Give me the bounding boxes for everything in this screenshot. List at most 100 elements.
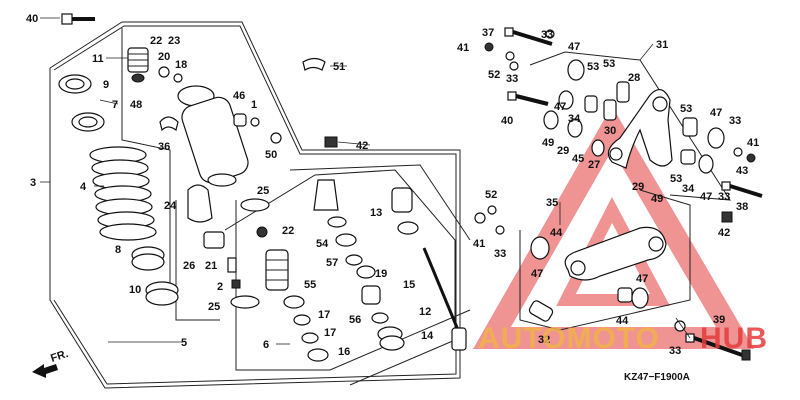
nut-42b [721, 211, 733, 223]
callout: 56 [349, 314, 361, 326]
collar-28 [616, 81, 630, 103]
callout: 25 [208, 301, 220, 313]
rod-12 [422, 247, 467, 351]
stopper-10 [145, 281, 179, 306]
callout: 19 [375, 268, 387, 280]
callout: 36 [158, 141, 170, 153]
bolt-21 [227, 257, 237, 273]
callout: 22 [150, 35, 162, 47]
callout: 17 [318, 309, 330, 321]
collar-36 [159, 116, 179, 132]
callout: 15 [403, 279, 415, 291]
collar-30 [603, 99, 617, 121]
washers-52-41-33 [474, 205, 505, 235]
callout: 21 [205, 260, 217, 272]
callout: 49 [542, 137, 554, 149]
collar-26 [203, 231, 225, 249]
callout: 53 [670, 173, 682, 185]
bump-stopper-55 [265, 249, 289, 291]
callout: 25 [257, 185, 269, 197]
collar-44 [617, 287, 633, 303]
callout: 44 [616, 315, 629, 327]
o-ring-19 [356, 265, 376, 279]
dust-seal-boot-11 [127, 47, 149, 73]
nut-2 [231, 279, 241, 289]
bolt-part-40 [61, 13, 95, 25]
callout: 39 [713, 314, 725, 326]
callout: 6 [263, 339, 269, 351]
callout: 47 [531, 268, 543, 280]
circlip-25b [230, 295, 260, 309]
callout: 8 [115, 244, 121, 256]
callout: 23 [168, 35, 180, 47]
callout: 22 [282, 225, 294, 237]
callout: 29 [557, 145, 569, 157]
callout: 33 [718, 191, 730, 203]
part-1 [250, 117, 260, 127]
bearing-47a [567, 59, 585, 81]
callout: 11 [92, 53, 104, 65]
callout: 53 [587, 61, 599, 73]
bump-rubber-24 [187, 184, 213, 223]
rubber-54 [313, 179, 347, 228]
callout: 33 [669, 345, 681, 357]
callout: 27 [588, 159, 600, 171]
callout: 47 [700, 191, 712, 203]
callout: 57 [326, 257, 338, 269]
small-parts-20-18 [131, 66, 183, 83]
collar-56 [371, 312, 389, 324]
linkage-arm-31 [607, 89, 673, 169]
callout: 34 [568, 113, 581, 125]
callout: 55 [304, 279, 316, 291]
callout: 33 [541, 29, 553, 41]
callout: 28 [628, 72, 640, 84]
cushion-14 [377, 326, 405, 351]
callout: 35 [546, 197, 558, 209]
watermark-part2: HUB [700, 322, 768, 355]
callout: 12 [419, 306, 431, 318]
callout: 32 [538, 334, 550, 346]
callout: 2 [217, 281, 223, 293]
cap-22 [256, 226, 268, 238]
callout: 41 [473, 238, 485, 250]
callout: 7 [112, 99, 118, 111]
callout: 14 [421, 330, 434, 342]
bolt-43 [721, 181, 763, 198]
callout: 33 [506, 73, 518, 85]
spring-4 [89, 146, 157, 241]
callout: 52 [485, 189, 497, 201]
bearings-left-cluster [543, 90, 605, 157]
callout-labels: 40 11 22 23 20 18 9 7 48 46 1 51 3 4 36 … [26, 13, 759, 358]
callout: 3 [30, 177, 36, 189]
callout: 47 [636, 273, 648, 285]
bearing-47e [530, 236, 550, 260]
callout: 48 [130, 99, 142, 111]
watermark-text: AUTOMOTO HUB [478, 322, 768, 355]
callout: 51 [333, 61, 345, 73]
callout: 53 [603, 58, 615, 70]
part-46 [233, 113, 247, 127]
callout: 49 [651, 193, 663, 205]
callout: 50 [265, 149, 277, 161]
bolt-40b [507, 91, 549, 106]
collar-17-stack [283, 295, 329, 362]
callout: 18 [175, 59, 187, 71]
circlip-25a [240, 198, 270, 212]
callout: 47 [554, 101, 566, 113]
callout: 42 [356, 140, 368, 152]
callout: 33 [494, 248, 506, 260]
shock-body-1 [177, 85, 249, 187]
front-direction-arrow: FR. [32, 348, 70, 378]
callout: 41 [747, 137, 759, 149]
callout: 34 [682, 183, 695, 195]
callout: 54 [316, 238, 329, 250]
callout: 33 [729, 115, 741, 127]
watermark-part1: AUTOMOTO [478, 322, 660, 355]
callout: 44 [550, 227, 563, 239]
part-50 [270, 132, 282, 144]
callout: 37 [482, 27, 494, 39]
callout: 41 [457, 42, 469, 54]
bearings-right-cluster [680, 117, 756, 174]
callout: 53 [680, 103, 692, 115]
